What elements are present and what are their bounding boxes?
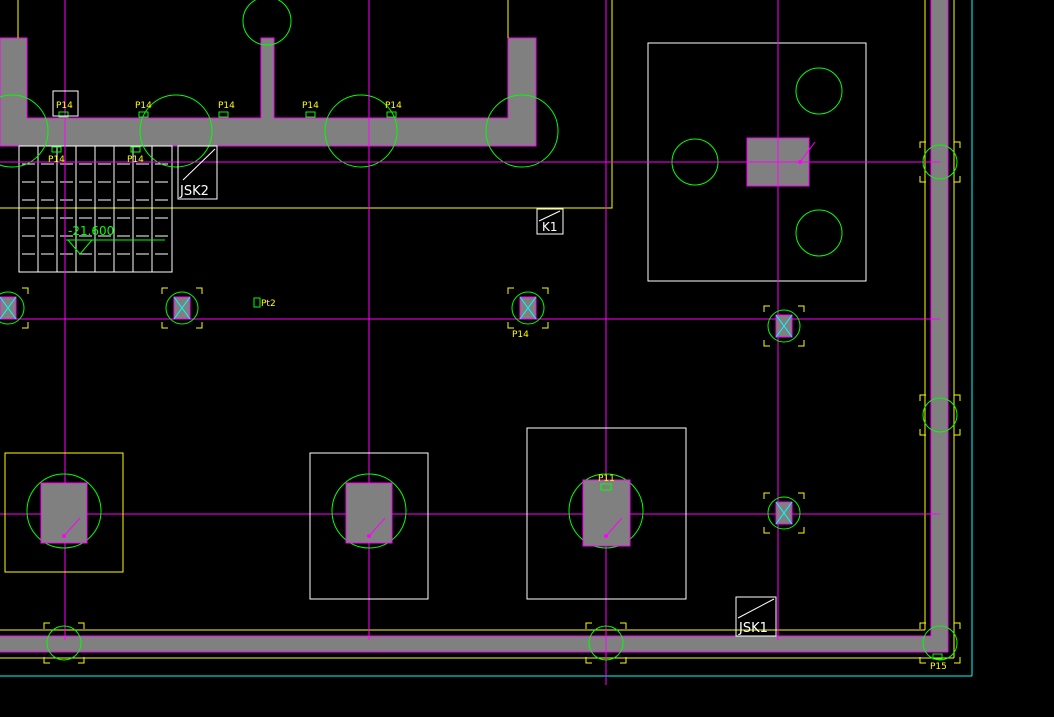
small-column-2 bbox=[161, 287, 203, 329]
small-column-5 bbox=[763, 492, 805, 534]
tag-p14-d: P14 bbox=[302, 101, 319, 111]
edge-pile-5 bbox=[43, 622, 85, 664]
upper-wall bbox=[0, 37, 537, 147]
tag-p15: P15 bbox=[930, 662, 947, 672]
edge-pile-2 bbox=[919, 394, 961, 436]
pile-cap-1 bbox=[4, 452, 124, 573]
tag-p14-f: P14 bbox=[48, 155, 65, 165]
wall-piles bbox=[0, 0, 559, 168]
label-jsk2[interactable]: JSK2 bbox=[177, 145, 218, 200]
site-boundary bbox=[0, 0, 973, 677]
tag-p14-c: P14 bbox=[218, 101, 235, 111]
tag-p14-e: P14 bbox=[385, 101, 402, 111]
elevation-text: -21.600 bbox=[68, 224, 114, 238]
small-column-1 bbox=[0, 287, 29, 329]
label-jsk2-text: JSK2 bbox=[179, 184, 209, 199]
label-k1[interactable]: K1 bbox=[536, 208, 564, 235]
pile-cap-2 bbox=[309, 452, 429, 600]
tag-p14-a: P14 bbox=[56, 101, 73, 111]
pit-tag-box bbox=[52, 90, 79, 117]
small-column-4 bbox=[763, 305, 805, 347]
elevation-mark: -21.600 bbox=[66, 224, 165, 255]
tag-pt2: Pt2 bbox=[261, 299, 276, 309]
edge-pile-3 bbox=[919, 622, 961, 664]
tag-p14-h: P14 bbox=[512, 330, 529, 340]
label-jsk1[interactable]: JSK1 bbox=[735, 596, 777, 637]
tag-p11: P11 bbox=[598, 474, 615, 484]
label-k1-text: K1 bbox=[542, 220, 558, 234]
tag-p14-g: P14 bbox=[127, 155, 144, 165]
label-jsk1-text: JSK1 bbox=[738, 621, 768, 636]
edge-piles bbox=[43, 141, 961, 664]
tag-p14-b: P14 bbox=[135, 101, 152, 111]
small-columns bbox=[0, 287, 805, 534]
pile-tag-markers bbox=[51, 111, 943, 660]
stair-grid bbox=[18, 145, 173, 273]
pit-outline-upper bbox=[0, 0, 613, 209]
small-column-3 bbox=[507, 287, 549, 329]
edge-pile-4 bbox=[585, 622, 627, 664]
edge-pile-1 bbox=[919, 141, 961, 183]
pile-cap-3 bbox=[526, 427, 687, 600]
